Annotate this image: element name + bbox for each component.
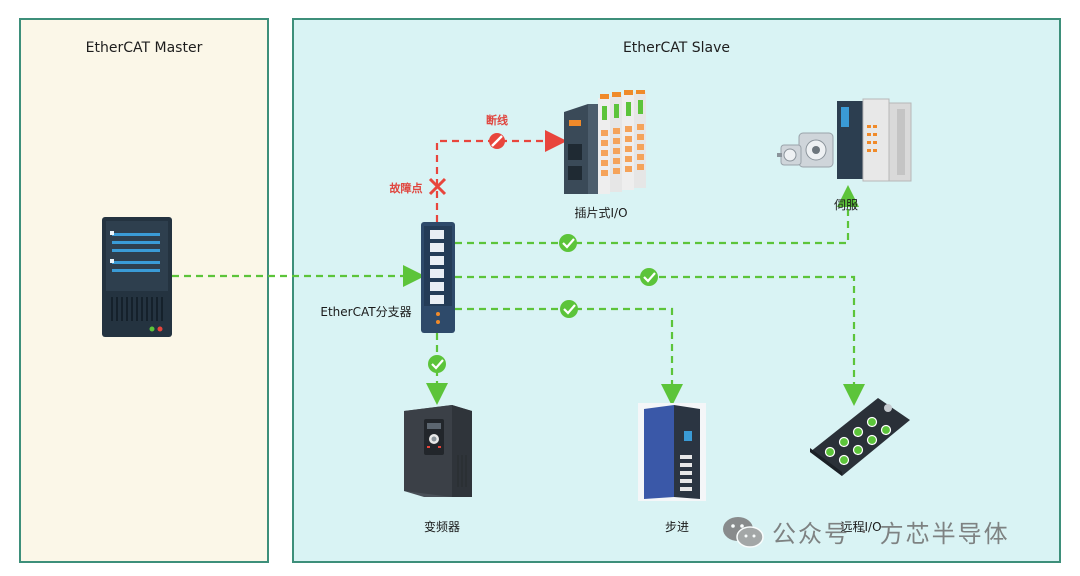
remote-io-icon — [810, 398, 910, 476]
link-to-plug-io-fault — [435, 130, 567, 222]
ok-check-icon — [560, 300, 578, 318]
plug-io-label: 插片式I/O — [574, 206, 628, 220]
fault-cross-icon — [428, 177, 447, 196]
ethercat-splitter-icon — [421, 222, 455, 333]
link-to-servo — [455, 185, 859, 245]
plug-in-io-icon — [564, 90, 646, 194]
servo-drive-icon — [777, 98, 912, 182]
watermark-separator: · — [860, 517, 870, 546]
wechat-logo-icon — [723, 516, 764, 548]
master-server-icon — [102, 217, 172, 337]
link-to-stepper — [455, 307, 683, 406]
break-icon — [489, 133, 505, 149]
servo-label: 伺服 — [833, 198, 859, 212]
splitter-label: EtherCAT分支器 — [320, 305, 412, 319]
ok-check-icon — [428, 355, 446, 373]
break-label: 断线 — [486, 114, 508, 127]
stepper-label: 步进 — [664, 520, 690, 534]
slave-title: EtherCAT Slave — [622, 40, 731, 56]
ok-check-icon — [559, 234, 577, 252]
ok-check-icon — [640, 268, 658, 286]
inverter-icon — [404, 405, 472, 497]
stepper-drive-icon — [638, 403, 706, 501]
link-to-remote-io — [455, 275, 865, 406]
inverter-label: 变频器 — [423, 520, 461, 534]
remote-io-label: 远程I/O — [840, 520, 882, 534]
watermark: 公众号 · 方芯半导体 — [722, 514, 1010, 549]
fault-point-label: 故障点 — [389, 182, 423, 195]
master-title: EtherCAT Master — [85, 40, 203, 56]
watermark-name: 方芯半导体 — [879, 520, 1010, 548]
watermark-prefix: 公众号 — [772, 520, 850, 548]
